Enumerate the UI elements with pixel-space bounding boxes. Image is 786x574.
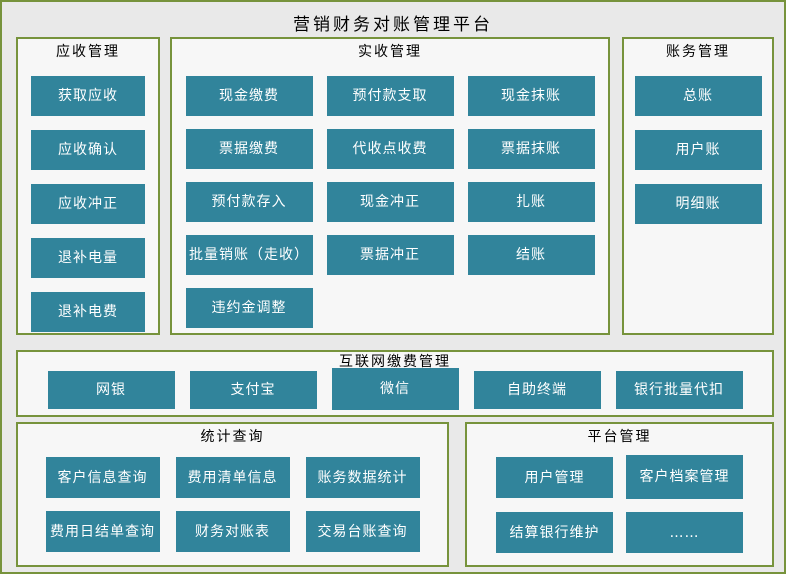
panel-statistics-query: 统计查询 客户信息查询 费用清单信息 账务数据统计 费用日结单查询 财务对账表 … xyxy=(16,422,449,567)
btn-more-ellipsis[interactable]: …… xyxy=(626,512,743,553)
btn-bill-payment[interactable]: 票据缴费 xyxy=(185,129,313,169)
btn-agency-collect[interactable]: 代收点收费 xyxy=(326,129,454,169)
panel-platform-management: 平台管理 用户管理 客户档案管理 结算银行维护 …… xyxy=(465,422,774,567)
btn-bill-erase[interactable]: 票据抹账 xyxy=(467,129,595,169)
panel-title-statistics-query: 统计查询 xyxy=(200,429,265,445)
btn-finance-reconciliation-table[interactable]: 财务对账表 xyxy=(175,511,290,552)
panel-title-account: 账务管理 xyxy=(666,44,730,60)
panel-title-platform-management: 平台管理 xyxy=(587,429,652,445)
btn-receivable-confirm[interactable]: 应收确认 xyxy=(31,130,145,170)
btn-detail-ledger[interactable]: 明细账 xyxy=(634,184,762,224)
btn-cash-erase[interactable]: 现金抹账 xyxy=(467,76,595,116)
btn-receivable-reversal[interactable]: 应收冲正 xyxy=(31,184,145,224)
btn-day-close[interactable]: 扎账 xyxy=(467,182,595,222)
btn-bill-reversal[interactable]: 票据冲正 xyxy=(326,235,454,275)
btn-refund-energy[interactable]: 退补电量 xyxy=(31,238,145,278)
receivable-button-group: 获取应收 应收确认 应收冲正 退补电量 退补电费 xyxy=(18,76,158,332)
statistics-button-grid: 客户信息查询 费用清单信息 账务数据统计 费用日结单查询 财务对账表 交易台账查… xyxy=(18,457,447,552)
actual-receipt-button-grid: 现金缴费 预付款支取 现金抹账 票据缴费 代收点收费 票据抹账 预付款存入 现金… xyxy=(172,76,608,328)
panel-title-actual-receipt: 实收管理 xyxy=(358,44,422,60)
btn-settle-account[interactable]: 结账 xyxy=(467,235,595,275)
panel-title-internet-payment: 互联网缴费管理 xyxy=(339,354,451,370)
panel-actual-receipt-management: 实收管理 现金缴费 预付款支取 现金抹账 票据缴费 代收点收费 票据抹账 预付款… xyxy=(170,37,610,335)
btn-penalty-adjust[interactable]: 违约金调整 xyxy=(185,288,313,328)
btn-user-ledger[interactable]: 用户账 xyxy=(634,130,762,170)
internet-payment-button-row: 网银 支付宝 微信 自助终端 银行批量代扣 xyxy=(18,368,772,410)
btn-bank-batch-debit[interactable]: 银行批量代扣 xyxy=(615,371,743,409)
panel-internet-payment-management: 互联网缴费管理 网银 支付宝 微信 自助终端 银行批量代扣 xyxy=(16,350,774,417)
btn-settlement-bank-maintenance[interactable]: 结算银行维护 xyxy=(496,512,613,553)
btn-ebank[interactable]: 网银 xyxy=(47,371,175,409)
btn-prepay-deposit[interactable]: 预付款存入 xyxy=(185,182,313,222)
btn-customer-info-query[interactable]: 客户信息查询 xyxy=(45,457,160,498)
btn-fee-daily-report-query[interactable]: 费用日结单查询 xyxy=(45,511,160,552)
btn-transaction-ledger-query[interactable]: 交易台账查询 xyxy=(305,511,420,552)
btn-account-data-stats[interactable]: 账务数据统计 xyxy=(305,457,420,498)
btn-refund-fee[interactable]: 退补电费 xyxy=(31,292,145,332)
btn-prepay-withdraw[interactable]: 预付款支取 xyxy=(326,76,454,116)
btn-self-terminal[interactable]: 自助终端 xyxy=(473,371,601,409)
btn-cash-payment[interactable]: 现金缴费 xyxy=(185,76,313,116)
btn-user-management[interactable]: 用户管理 xyxy=(496,457,613,498)
btn-customer-archive-management[interactable]: 客户档案管理 xyxy=(626,455,743,499)
panel-receivable-management: 应收管理 获取应收 应收确认 应收冲正 退补电量 退补电费 xyxy=(16,37,160,335)
btn-get-receivable[interactable]: 获取应收 xyxy=(31,76,145,116)
platform-button-grid: 用户管理 客户档案管理 结算银行维护 …… xyxy=(467,455,772,553)
page-title: 营销财务对账管理平台 xyxy=(293,15,493,35)
account-button-group: 总账 用户账 明细账 xyxy=(624,76,772,224)
panel-title-receivable: 应收管理 xyxy=(56,44,120,60)
btn-general-ledger[interactable]: 总账 xyxy=(634,76,762,116)
btn-cash-reversal[interactable]: 现金冲正 xyxy=(326,182,454,222)
btn-alipay[interactable]: 支付宝 xyxy=(189,371,317,409)
btn-batch-writeoff[interactable]: 批量销账（走收） xyxy=(185,235,313,275)
btn-wechat[interactable]: 微信 xyxy=(331,368,459,410)
panel-account-management: 账务管理 总账 用户账 明细账 xyxy=(622,37,774,335)
btn-fee-list-info[interactable]: 费用清单信息 xyxy=(175,457,290,498)
